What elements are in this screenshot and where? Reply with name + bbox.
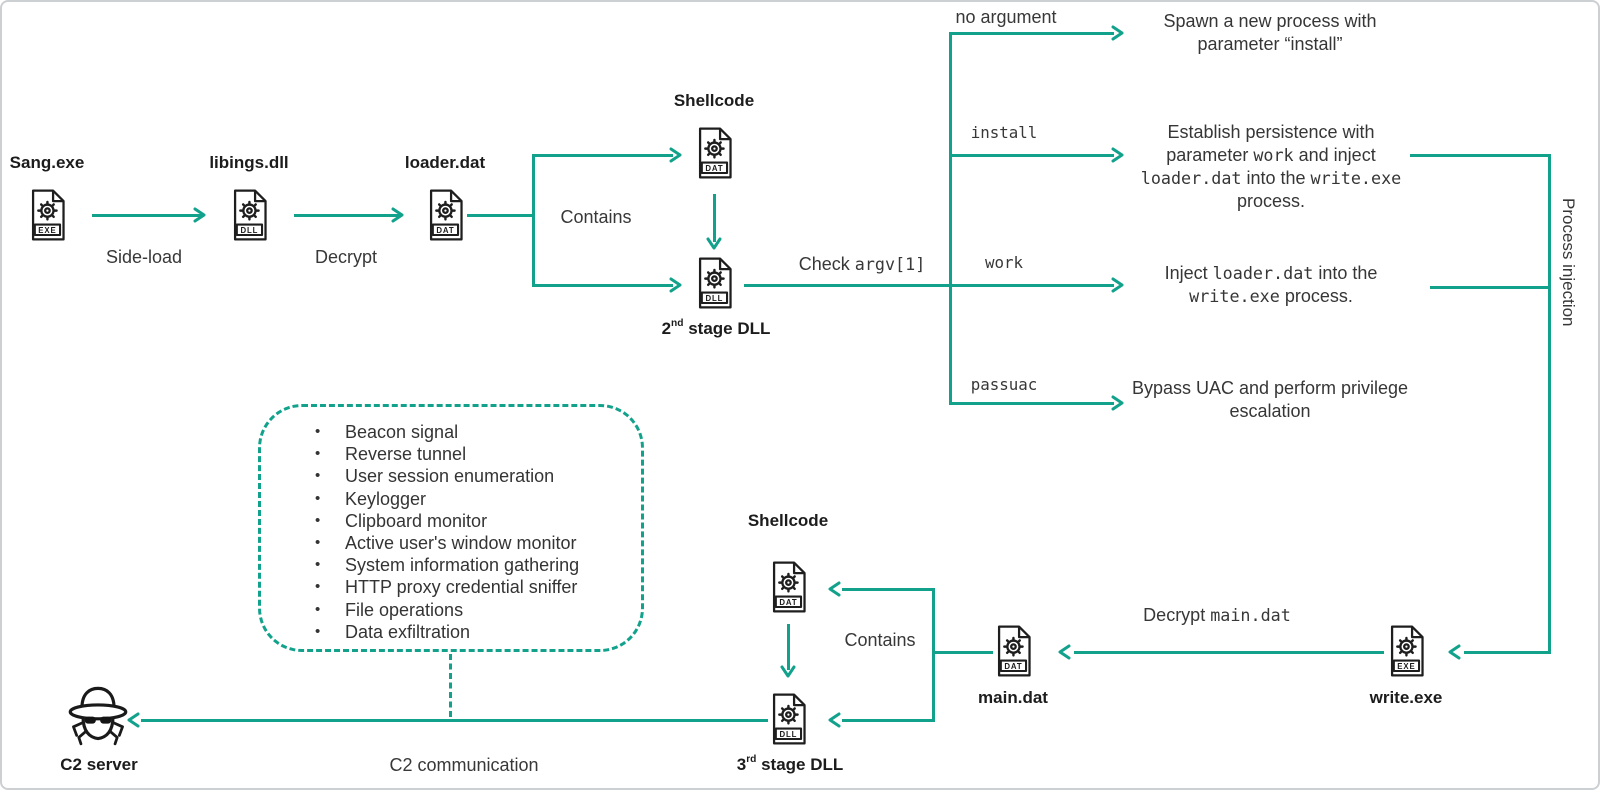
edge-label-check-argv: Check argv[1] (798, 254, 926, 274)
arrowhead-icon (780, 665, 796, 678)
arrowhead-icon (669, 147, 682, 163)
connector-line (744, 283, 1114, 287)
branch-label-passuac: passuac (970, 375, 1038, 394)
capability-item: Reverse tunnel (261, 443, 641, 465)
branch-label-no-argument: no argument (955, 7, 1057, 27)
branch-label-work: work (984, 253, 1024, 272)
svg-text:DAT: DAT (436, 226, 454, 235)
svg-text:DLL: DLL (706, 294, 724, 303)
connector-line (842, 718, 933, 722)
edge-label-contains-top: Contains (560, 207, 632, 227)
capability-item: HTTP proxy credential sniffer (261, 576, 641, 598)
node-label-2nd-stage-dll: 2nd stage DLL (661, 318, 771, 338)
edge-label-decrypt-main-dat: Decrypt main.dat (1143, 605, 1291, 625)
connector-line (948, 31, 952, 405)
arrowhead-icon (1058, 644, 1071, 660)
capability-item: System information gathering (261, 554, 641, 576)
node-label-c2-server: C2 server (60, 755, 138, 774)
svg-text:DAT: DAT (779, 598, 797, 607)
edge-label-process-injection: Process injection (1559, 198, 1578, 327)
connector-line (1430, 285, 1550, 289)
arrowhead-icon (1111, 277, 1124, 293)
file-icon-dat: DAT (429, 189, 463, 241)
capability-item: File operations (261, 599, 641, 621)
node-label-sang-exe: Sang.exe (9, 153, 85, 172)
branch-label-install: install (970, 123, 1038, 142)
svg-text:DAT: DAT (705, 164, 723, 173)
file-icon-shellcode2-dat: DAT (772, 561, 806, 613)
arrowhead-icon (828, 581, 841, 597)
capability-item: Keylogger (261, 488, 641, 510)
arrowhead-icon (1111, 147, 1124, 163)
connector-line (533, 283, 673, 287)
connector-line (950, 401, 1114, 405)
node-label-libings-dll: libings.dll (209, 153, 289, 172)
spy-icon (68, 686, 128, 746)
file-icon-shellcode-dat: DAT (698, 127, 732, 179)
connector-line (842, 587, 933, 591)
arrowhead-icon (706, 237, 722, 250)
connector-line (786, 624, 790, 670)
svg-text:EXE: EXE (1397, 662, 1415, 671)
connector-line (141, 718, 768, 722)
connector-line (1074, 650, 1384, 654)
branch-desc-passuac: Bypass UAC and perform privilege escalat… (1131, 378, 1409, 421)
file-icon-main-dat: DAT (997, 625, 1031, 677)
node-label-write-exe: write.exe (1369, 688, 1443, 707)
edge-label-decrypt: Decrypt (314, 247, 378, 267)
arrowhead-icon (669, 277, 682, 293)
capabilities-list: Beacon signalReverse tunnelUser session … (261, 421, 641, 643)
node-label-3rd-stage-dll: 3rd stage DLL (736, 754, 844, 774)
capability-item: Beacon signal (261, 421, 641, 443)
node-label-main-dat: main.dat (978, 688, 1048, 707)
connector-line (294, 213, 400, 217)
svg-text:EXE: EXE (38, 226, 56, 235)
arrowhead-icon (1111, 395, 1124, 411)
c2-dashed-connector (448, 654, 452, 717)
edge-label-c2-communication: C2 communication (389, 755, 539, 775)
arrowhead-icon (1111, 25, 1124, 41)
connector-line (1547, 153, 1551, 654)
file-icon-dll: DLL (233, 189, 267, 241)
node-label-shellcode-bottom: Shellcode (747, 511, 829, 530)
connector-line (1410, 153, 1550, 157)
capability-item: Active user's window monitor (261, 532, 641, 554)
file-icon-write-exe: EXE (1390, 625, 1424, 677)
arrowhead-icon (193, 207, 206, 223)
connector-line (533, 153, 673, 157)
capability-item: Data exfiltration (261, 621, 641, 643)
branch-desc-work: Inject loader.dat into the write.exe pro… (1164, 263, 1378, 306)
connector-line (531, 153, 535, 287)
arrowhead-icon (127, 712, 140, 728)
arrowhead-icon (1448, 644, 1461, 660)
edge-label-side-load: Side-load (105, 247, 183, 267)
svg-text:DLL: DLL (241, 226, 259, 235)
node-label-loader-dat: loader.dat (404, 153, 486, 172)
connector-line (467, 213, 534, 217)
file-icon-exe: EXE (31, 189, 65, 241)
connector-line (935, 650, 993, 654)
capability-item: User session enumeration (261, 465, 641, 487)
file-icon-stage2-dll: DLL (698, 257, 732, 309)
edge-label-contains-bottom: Contains (844, 630, 916, 650)
connector-line (950, 153, 1114, 157)
connector-line (92, 213, 202, 217)
node-label-shellcode-top: Shellcode (673, 91, 755, 110)
svg-text:DAT: DAT (1004, 662, 1022, 671)
connector-line (712, 194, 716, 242)
connector-line (950, 31, 1114, 35)
capabilities-box: Beacon signalReverse tunnelUser session … (258, 404, 644, 652)
arrowhead-icon (828, 712, 841, 728)
connector-line (931, 587, 935, 722)
capability-item: Clipboard monitor (261, 510, 641, 532)
file-icon-stage3-dll: DLL (772, 693, 806, 745)
svg-text:DLL: DLL (780, 730, 798, 739)
branch-desc-install: Establish persistence with parameter wor… (1140, 122, 1402, 211)
arrowhead-icon (391, 207, 404, 223)
branch-desc-no-argument: Spawn a new process with parameter “inst… (1163, 11, 1377, 54)
connector-line (1464, 650, 1550, 654)
